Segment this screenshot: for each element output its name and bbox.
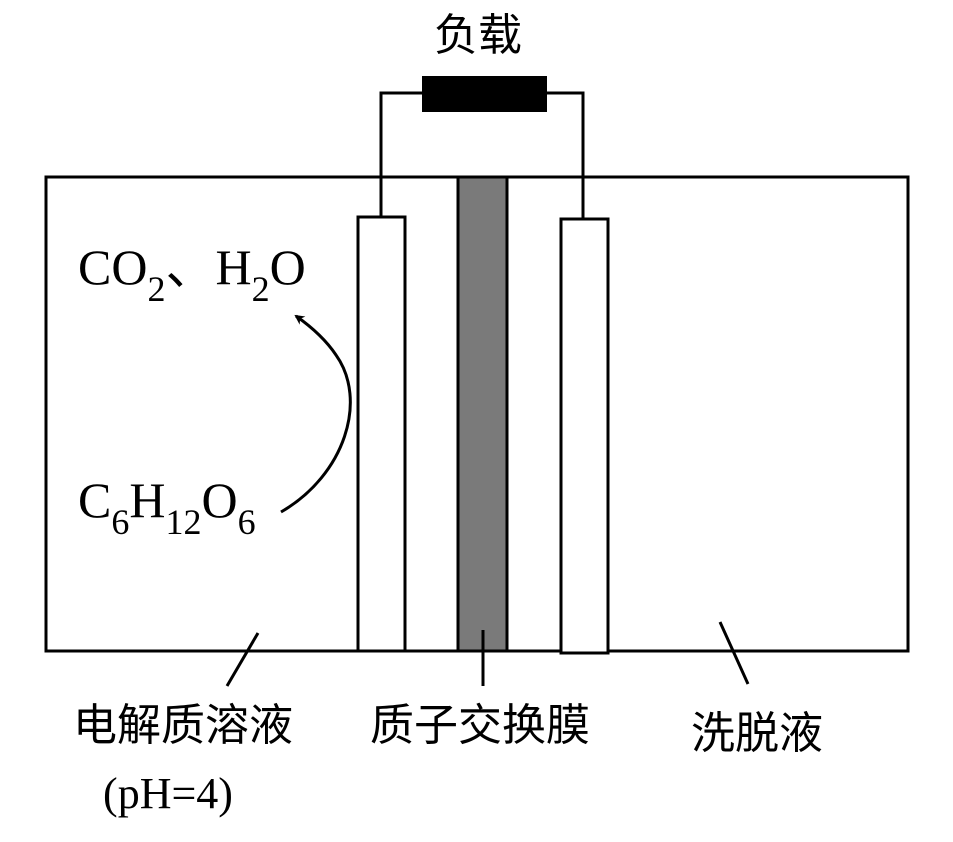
products-formula: CO2、H2O (78, 239, 306, 309)
electrolyte-ph-label: (pH=4) (103, 769, 233, 818)
load-block (422, 76, 547, 112)
electrolyte-label: 电解质溶液 (73, 701, 293, 750)
membrane-label: 质子交换膜 (370, 701, 590, 750)
eluent-leader-line (718, 621, 750, 685)
electrolyte-leader-line (225, 632, 260, 687)
right-electrode (559, 217, 610, 655)
proton-exchange-membrane (456, 175, 509, 653)
reaction-arrow (280, 314, 352, 514)
eluent-label: 洗脱液 (691, 709, 823, 758)
reactant-formula: C6H12O6 (78, 472, 256, 542)
left-electrode (356, 215, 407, 653)
load-label: 负载 (434, 11, 522, 60)
